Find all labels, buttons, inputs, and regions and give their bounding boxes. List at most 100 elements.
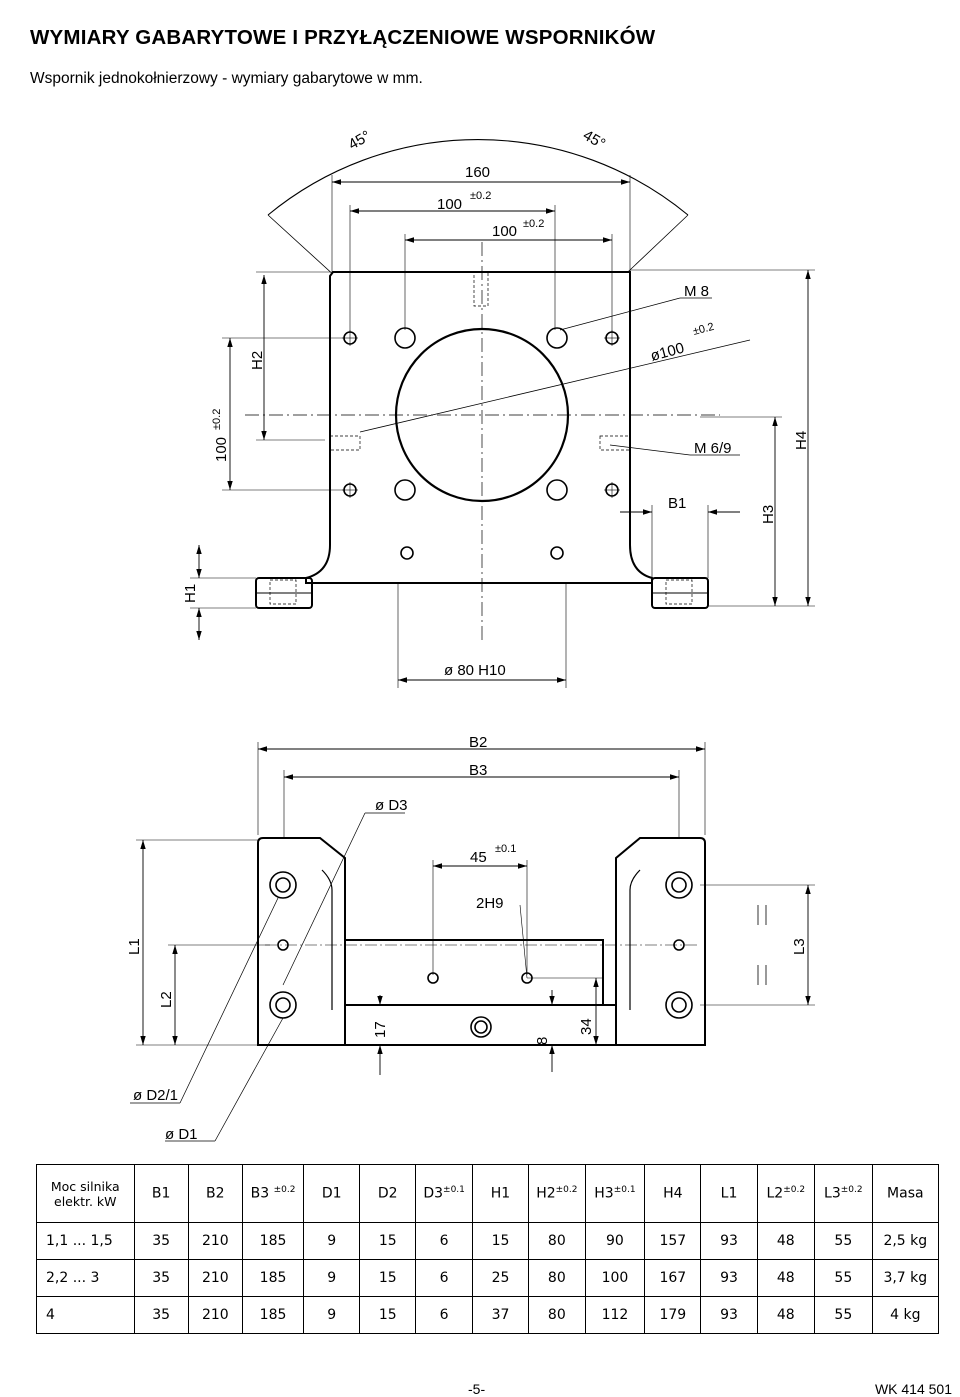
table-header-cell: H1: [471, 1164, 530, 1223]
table-cell: 210: [187, 1296, 243, 1334]
table-cell: 100: [584, 1259, 646, 1297]
front-view-labels: 45° 45° 160 100 ±0.2 100 ±0.2 M 8 ø100 ±…: [182, 127, 810, 679]
dim-100-top-tolerance: ±0.2: [470, 190, 491, 202]
table-cell: 93: [700, 1296, 758, 1334]
dim-100-top: 100: [437, 196, 462, 213]
dimension-table: Moc silnika elektr. kW B1 B2 B3 ±0.2 D1 …: [36, 1164, 940, 1334]
dim-34: 34: [578, 1018, 595, 1035]
table-cell: 48: [756, 1296, 816, 1334]
table-header-cell: B3 ±0.2: [241, 1164, 305, 1223]
table-cell: 210: [187, 1259, 243, 1297]
dim-b2: B2: [469, 734, 487, 751]
table-cell: 4 kg: [871, 1296, 940, 1334]
table-cell: 25: [471, 1259, 530, 1297]
dim-l3: L3: [791, 938, 808, 955]
table-header-cell: B1: [133, 1164, 189, 1223]
table-cell: 9: [303, 1259, 361, 1297]
thread-m69-label: M 6/9: [694, 440, 732, 457]
table-cell: 55: [814, 1259, 873, 1297]
dim-160: 160: [465, 164, 490, 181]
table-cell: 185: [241, 1259, 305, 1297]
table-cell: 6: [415, 1296, 473, 1334]
table-cell: 15: [359, 1259, 417, 1297]
table-header-cell: H2±0.2: [528, 1164, 586, 1223]
table-header-cell: L3±0.2: [814, 1164, 873, 1223]
table-cell: 3,7 kg: [871, 1259, 940, 1297]
angle-label-left: 45°: [346, 127, 374, 153]
technical-drawing: 45° 45° 160 100 ±0.2 100 ±0.2 M 8 ø100 ±…: [126, 127, 815, 1143]
table-row: 1,1 ... 1,5 35 210 185 9 15 6 15 80 90 1…: [36, 1222, 940, 1260]
dim-d1: ø D1: [165, 1126, 198, 1143]
dim-17: 17: [372, 1021, 389, 1038]
table-header-cell: L1: [700, 1164, 758, 1223]
angle-label-right: 45°: [580, 127, 608, 153]
dim-d21: ø D2/1: [133, 1087, 178, 1104]
table-cell: 55: [814, 1222, 873, 1260]
dim-100-vertical: 100: [213, 437, 230, 462]
table-header-cell: D3±0.1: [415, 1164, 473, 1223]
table-header-cell: H4: [644, 1164, 702, 1223]
table-cell: 80: [528, 1259, 586, 1297]
dim-8: 8: [534, 1037, 551, 1045]
dim-phi80: ø 80 H10: [444, 662, 506, 679]
dim-45-tolerance: ±0.1: [495, 843, 516, 855]
table-cell: 37: [471, 1296, 530, 1334]
table-header-cell: L2±0.2: [756, 1164, 816, 1223]
table-cell: 93: [700, 1222, 758, 1260]
dim-b1: B1: [668, 495, 686, 512]
plate-outline: [305, 271, 653, 584]
table-cell: 2,2 ... 3: [36, 1259, 135, 1297]
table-header-cell: D2: [359, 1164, 417, 1223]
dim-2h9: 2H9: [476, 895, 504, 912]
header-power-line2: elektr. kW: [54, 1193, 117, 1209]
table-cell: 1,1 ... 1,5: [36, 1222, 135, 1260]
table-cell: 80: [528, 1222, 586, 1260]
table-cell: 4: [36, 1296, 135, 1334]
table-header-cell: D1: [303, 1164, 361, 1223]
angle-arc: [267, 139, 689, 216]
table-cell: 2,5 kg: [871, 1222, 940, 1260]
thread-m8-label: M 8: [684, 283, 709, 300]
table-cell: 15: [359, 1296, 417, 1334]
dim-100-mid: 100: [492, 223, 517, 240]
dim-h3: H3: [760, 505, 777, 524]
table-cell: 9: [303, 1222, 361, 1260]
header-power-line1: Moc silnika: [50, 1178, 120, 1194]
table-cell: 48: [756, 1222, 816, 1260]
table-cell: 185: [241, 1222, 305, 1260]
top-view-labels: B2 B3 ø D3 45 ±0.1 2H9 L1 L2 L3 17 8 34 …: [126, 734, 808, 1143]
front-view: [190, 139, 815, 688]
table-row: 4 35 210 185 9 15 6 37 80 112 179 93 48 …: [36, 1296, 940, 1334]
table-cell: 210: [187, 1222, 243, 1260]
table-header-cell: H3±0.1: [584, 1164, 646, 1223]
table-cell: 185: [241, 1296, 305, 1334]
table-cell: 35: [133, 1222, 189, 1260]
table-cell: 167: [644, 1259, 702, 1297]
table-cell: 15: [359, 1222, 417, 1260]
dim-h1: H1: [182, 584, 199, 603]
table-header-cell: Masa: [871, 1164, 940, 1223]
table-cell: 157: [644, 1222, 702, 1260]
table-cell: 35: [133, 1259, 189, 1297]
table-header-row: Moc silnika elektr. kW B1 B2 B3 ±0.2 D1 …: [36, 1164, 940, 1223]
side-plate-right: [615, 837, 706, 1046]
bore-diameter-tolerance: ±0.2: [692, 321, 716, 338]
dim-h2: H2: [249, 351, 266, 370]
table-cell: 93: [700, 1259, 758, 1297]
table-cell: 90: [584, 1222, 646, 1260]
page-number: -5-: [468, 1381, 486, 1397]
table-cell: 112: [584, 1296, 646, 1334]
document-code: WK 414 501: [874, 1381, 952, 1397]
dim-100-vertical-tolerance: ±0.2: [211, 409, 223, 430]
dim-h4: H4: [793, 431, 810, 450]
top-view: [130, 742, 815, 1142]
table-cell: 15: [471, 1222, 530, 1260]
table-header-cell: Moc silnika elektr. kW: [36, 1164, 135, 1223]
dim-100-mid-tolerance: ±0.2: [523, 218, 544, 230]
table-cell: 9: [303, 1296, 361, 1334]
dim-d3: ø D3: [375, 797, 408, 814]
table-header-cell: B2: [187, 1164, 243, 1223]
dim-45: 45: [470, 849, 487, 866]
bore-diameter-label: ø100: [649, 340, 686, 365]
table-cell: 6: [415, 1222, 473, 1260]
